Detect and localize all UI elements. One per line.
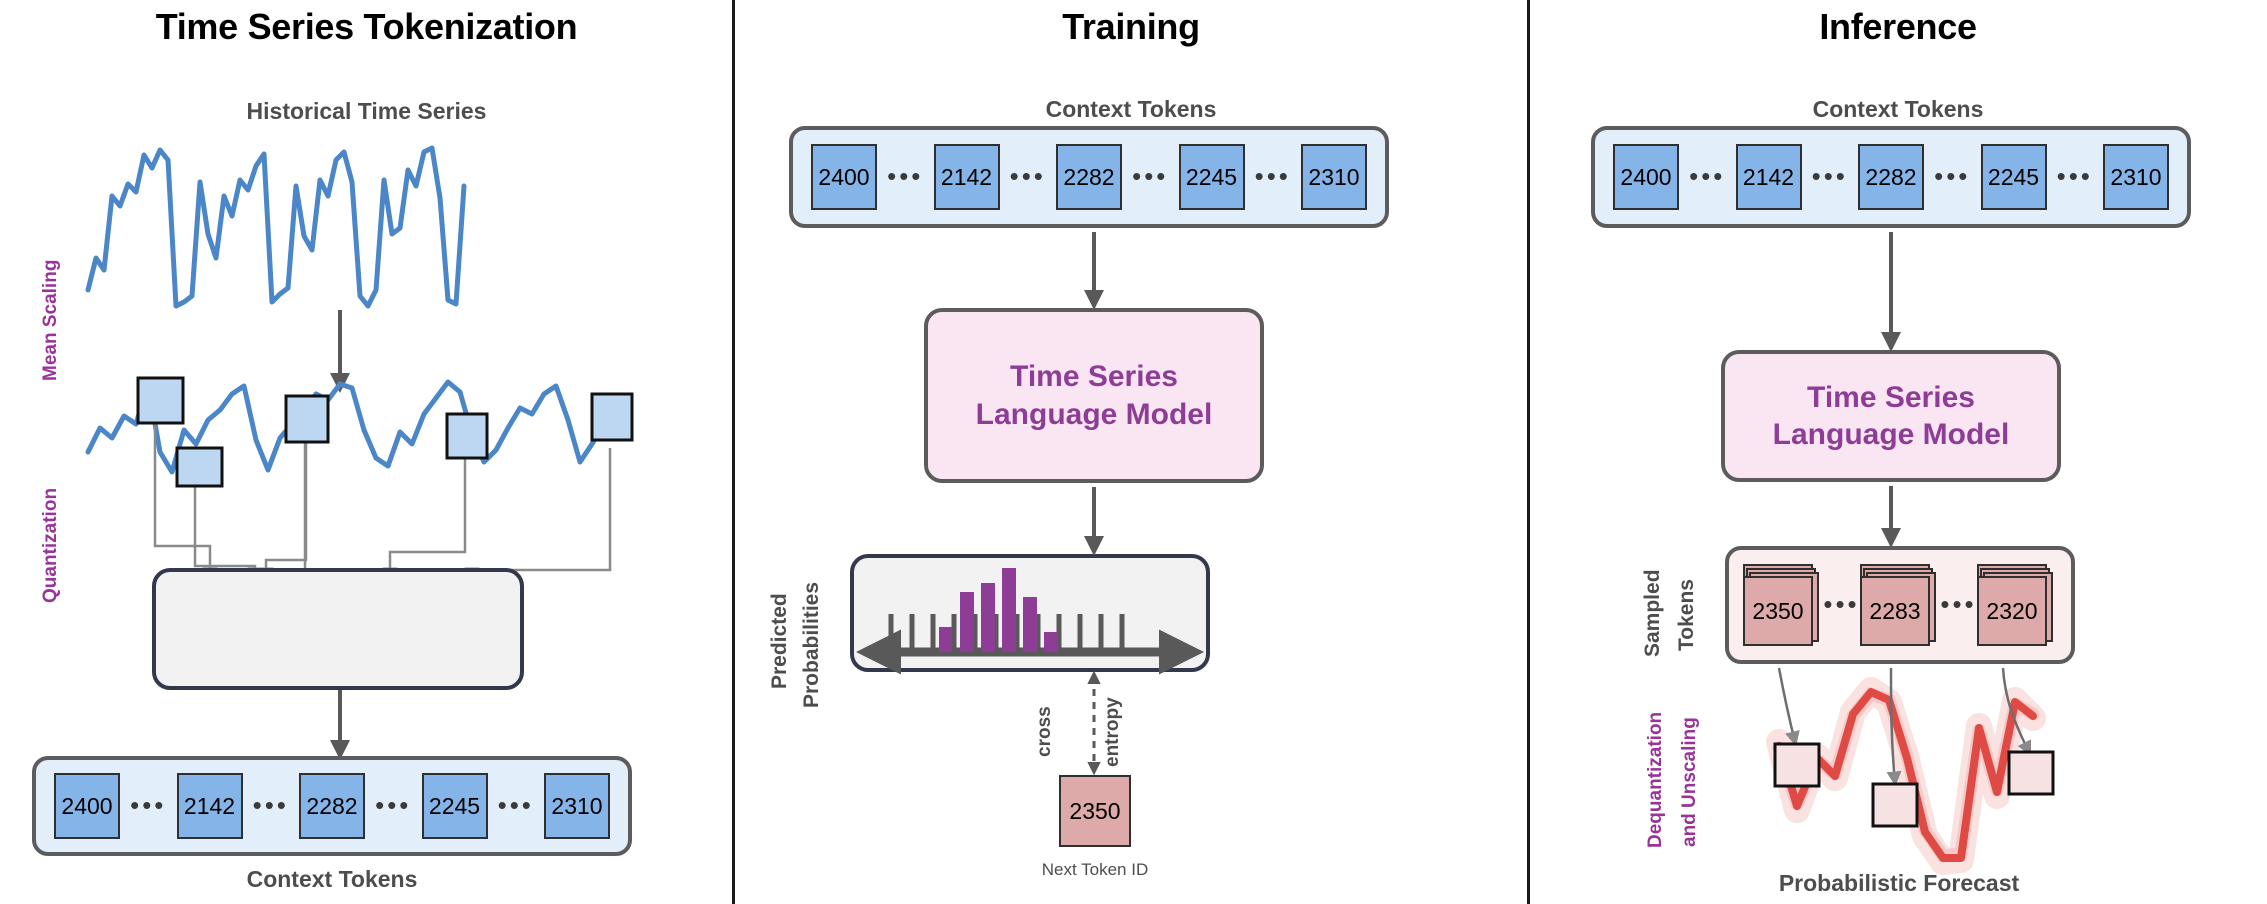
mean-scaled-time-series-plot: [85, 379, 607, 475]
historical-time-series-plot: [85, 145, 467, 309]
training-graphics: [856, 232, 1204, 776]
token-chip[interactable]: 2400: [1613, 144, 1679, 210]
token-chip[interactable]: 2282: [299, 773, 365, 839]
predicted-probabilities-plot: [856, 568, 1204, 675]
model-label-line2: Language Model: [975, 397, 1213, 431]
sampled-token-chip[interactable]: 2350: [1743, 576, 1813, 646]
model-label-line2: Language Model: [1772, 418, 2010, 451]
next-token-id-chip[interactable]: 2350: [1059, 775, 1131, 847]
time-series-language-model-box-inference[interactable]: Time Series Language Model: [1721, 350, 2061, 482]
ellipsis-dots: •••: [130, 790, 167, 821]
sampled-token-stack[interactable]: 2320: [1977, 564, 2057, 646]
context-tokens-caption-tokenization: Context Tokens: [246, 866, 418, 892]
page-title-inference: Inference: [1819, 6, 1977, 47]
panel-tokenization: Time Series Tokenization Historical Time…: [0, 0, 733, 904]
token-chip[interactable]: 2400: [811, 144, 877, 210]
token-chip[interactable]: 2245: [1178, 144, 1245, 210]
time-series-language-model-box-training[interactable]: Time Series Language Model: [924, 308, 1264, 483]
model-label-line1: Time Series: [1807, 380, 1975, 414]
historical-time-series-label: Historical Time Series: [246, 98, 487, 124]
token-chip[interactable]: 2142: [1735, 144, 1802, 210]
model-label-line1: Time Series: [1010, 360, 1178, 393]
sampled-token-chip[interactable]: 2320: [1977, 576, 2047, 646]
probability-grid-ticks: [888, 614, 1125, 650]
dequantization-arrows: [1777, 667, 2032, 787]
forecast-patch: [1871, 782, 1919, 828]
token-chip[interactable]: 2310: [544, 773, 610, 839]
page-title-tokenization: Time Series Tokenization: [155, 6, 578, 47]
forecast-patch-group: [1773, 742, 2055, 828]
sampled-token-band: 2350 ••• 2283 ••• 2320: [1725, 546, 2075, 664]
panel-divider-1: [732, 0, 735, 904]
context-token-band-tokenization: 2400 ••• 2142 ••• 2282 ••• 2245 ••• 2310: [32, 756, 632, 856]
forecast-patch: [2007, 750, 2055, 796]
ellipsis-dots: •••: [497, 790, 534, 821]
probabilistic-forecast-line: [1775, 688, 2037, 862]
panel-inference: Inference Context Tokens 2400 ••• 2142 •…: [1529, 0, 2267, 904]
token-chip[interactable]: 2142: [176, 773, 243, 839]
quantization-bin-box: [152, 568, 524, 690]
token-chip[interactable]: 2245: [421, 773, 488, 839]
probabilistic-forecast-caption: Probabilistic Forecast: [1778, 870, 2020, 896]
quantization-connectors: [153, 400, 612, 597]
token-chip[interactable]: 2310: [1301, 144, 1367, 210]
panel-training: Training Context Tokens 2400 ••• 2142 ••…: [734, 0, 1528, 904]
token-chip[interactable]: 2245: [1980, 144, 2047, 210]
quantization-patch: [284, 394, 330, 444]
token-chip[interactable]: 2282: [1858, 144, 1924, 210]
token-chip[interactable]: 2400: [54, 773, 120, 839]
cross-entropy-label-line2: entropy: [1102, 697, 1123, 767]
quantization-patch: [136, 376, 185, 425]
inference-graphics: [1766, 232, 2055, 875]
token-chip[interactable]: 2310: [2103, 144, 2169, 210]
sampled-token-stack[interactable]: 2350: [1743, 564, 1823, 646]
forecast-patch: [1773, 742, 1821, 788]
context-tokens-label-inference: Context Tokens: [1812, 96, 1984, 122]
context-tokens-label-training: Context Tokens: [1045, 96, 1217, 122]
context-token-band-training: 2400 ••• 2142 ••• 2282 ••• 2245 ••• 2310: [789, 126, 1389, 228]
quantization-patch: [445, 412, 489, 460]
quantization-patch-group: [136, 376, 634, 488]
sampled-token-chip[interactable]: 2283: [1860, 576, 1930, 646]
probability-bars: [939, 568, 1058, 652]
sampled-token-stack[interactable]: 2283: [1860, 564, 1940, 646]
cross-entropy-label-line1: cross: [1034, 706, 1055, 758]
context-token-band-inference: 2400 ••• 2142 ••• 2282 ••• 2245 ••• 2310: [1591, 126, 2191, 228]
ellipsis-dots: •••: [375, 790, 412, 821]
page-title-training: Training: [1062, 6, 1200, 47]
quantization-patch: [590, 392, 634, 442]
ellipsis-dots: •••: [252, 790, 289, 821]
token-chip[interactable]: 2142: [933, 144, 1000, 210]
token-chip[interactable]: 2282: [1056, 144, 1122, 210]
quantization-patch: [175, 446, 224, 488]
next-token-caption: Next Token ID: [1041, 860, 1149, 879]
panel-divider-2: [1527, 0, 1530, 904]
